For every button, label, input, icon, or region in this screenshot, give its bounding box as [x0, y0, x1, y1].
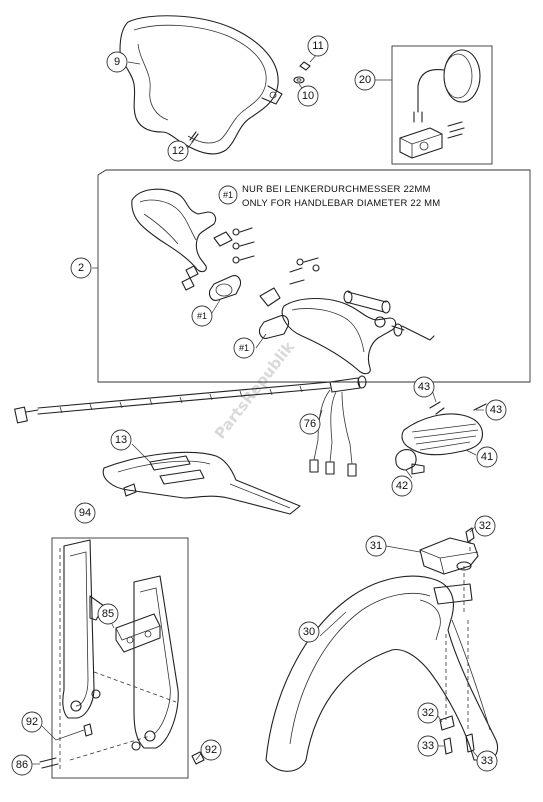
svg-text:33: 33 — [422, 740, 434, 752]
callout-94: 94 — [74, 502, 96, 524]
svg-text:92: 92 — [205, 744, 217, 756]
tail-light — [395, 401, 487, 475]
note-line-en: ONLY FOR HANDLEBAR DIAMETER 22 MM — [242, 198, 440, 209]
svg-text:92: 92 — [26, 716, 38, 728]
fitment-note: #1 NUR BEI LENKERDURCHMESSER 22MM ONLY F… — [218, 184, 440, 209]
handguard-box — [97, 169, 531, 383]
callout-note-1b: #1 — [233, 337, 255, 359]
svg-text:12: 12 — [172, 145, 184, 157]
callout-note-1a: #1 — [191, 305, 213, 327]
rear-fender — [102, 451, 301, 515]
callout-43-left: 43 — [413, 376, 435, 398]
svg-text:31: 31 — [370, 540, 382, 552]
wiring-harness — [14, 375, 367, 477]
callout-31: 31 — [365, 535, 387, 557]
callout-42: 42 — [391, 475, 413, 497]
callout-10: 10 — [297, 85, 319, 107]
svg-text:43: 43 — [418, 381, 430, 393]
note-marker: #1 — [218, 185, 238, 205]
fork-protector-box — [39, 537, 205, 779]
svg-text:32: 32 — [422, 707, 434, 719]
svg-text:41: 41 — [481, 451, 493, 463]
mirror-box — [391, 45, 493, 165]
svg-text:94: 94 — [79, 507, 91, 519]
callout-11: 11 — [307, 35, 329, 57]
callout-85: 85 — [97, 603, 119, 625]
callout-41: 41 — [476, 446, 498, 468]
callout-86: 86 — [11, 754, 33, 776]
note-line-de: NUR BEI LENKERDURCHMESSER 22MM — [242, 184, 431, 195]
svg-text:76: 76 — [304, 418, 316, 430]
svg-text:9: 9 — [114, 56, 120, 68]
callout-33-left: 33 — [417, 735, 439, 757]
callout-43-right: 43 — [485, 399, 507, 421]
callout-13: 13 — [110, 429, 132, 451]
callout-76: 76 — [299, 413, 321, 435]
svg-text:32: 32 — [479, 520, 491, 532]
callout-12: 12 — [167, 140, 189, 162]
svg-text:30: 30 — [303, 626, 315, 638]
mask-hardware — [189, 61, 311, 143]
svg-text:42: 42 — [396, 480, 408, 492]
svg-text:11: 11 — [312, 40, 323, 52]
svg-text:85: 85 — [102, 608, 114, 620]
callout-32-top: 32 — [474, 515, 496, 537]
leader-lines — [32, 52, 484, 765]
callout-92-right: 92 — [200, 739, 222, 761]
callout-32-bottom: 32 — [417, 702, 439, 724]
svg-text:33: 33 — [481, 755, 493, 767]
callout-20: 20 — [354, 69, 376, 91]
callout-9: 9 — [106, 51, 128, 73]
svg-text:#1: #1 — [239, 343, 249, 353]
watermark: PartsRepublik — [211, 337, 299, 442]
callout-33-right: 33 — [476, 750, 498, 772]
callout-30: 30 — [298, 621, 320, 643]
front-fender — [265, 527, 499, 772]
callout-92-left: 92 — [21, 711, 43, 733]
callout-2: 2 — [70, 257, 92, 279]
svg-text:13: 13 — [115, 434, 127, 446]
svg-text:#1: #1 — [223, 190, 233, 200]
svg-text:43: 43 — [490, 404, 502, 416]
svg-text:20: 20 — [359, 74, 371, 86]
svg-text:86: 86 — [16, 759, 28, 771]
svg-text:10: 10 — [302, 90, 314, 102]
svg-text:#1: #1 — [197, 311, 207, 321]
svg-text:2: 2 — [78, 262, 84, 274]
headlight-mask — [119, 15, 283, 155]
